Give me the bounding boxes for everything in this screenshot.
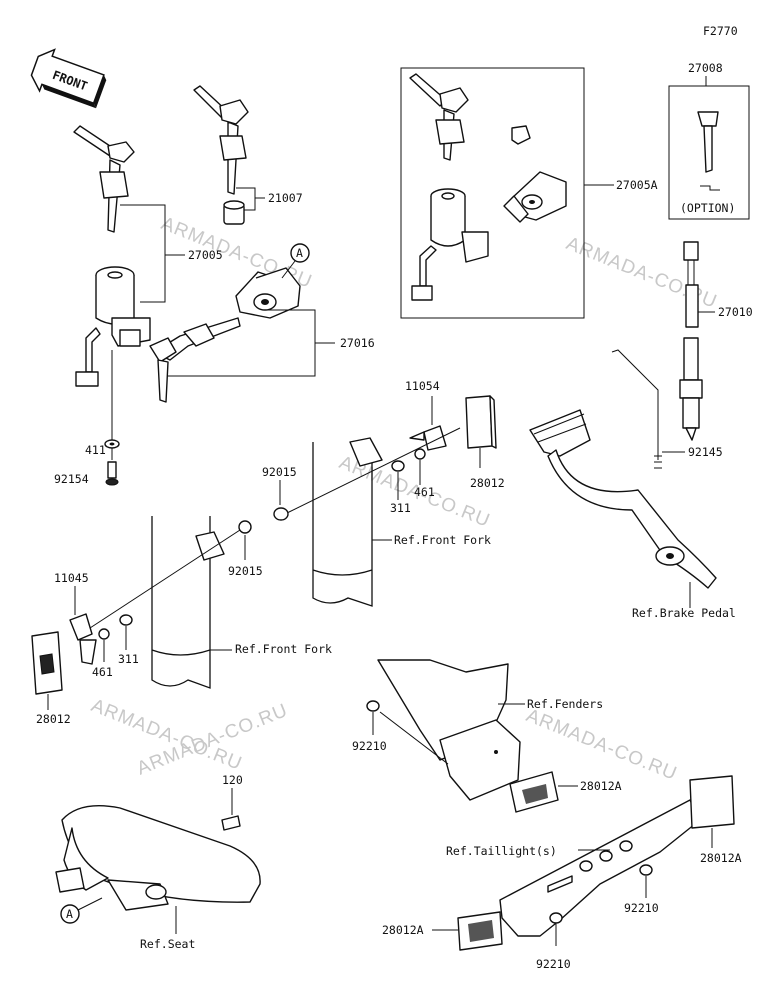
callout-circle-a: [290, 243, 310, 263]
helmet-lock-27016: [149, 267, 301, 403]
ref-front-fork-left: Ref.Front Fork: [235, 642, 332, 656]
label-92145: 92145: [688, 445, 723, 459]
ignition-switch: [75, 266, 151, 387]
label-28012A-c: 28012A: [382, 923, 424, 937]
leader-line: [284, 427, 461, 515]
taillight-bracket: [499, 799, 712, 937]
label-27010: 27010: [718, 305, 753, 319]
ref-brake-pedal: Ref.Brake Pedal: [632, 606, 736, 620]
washer-461-left: [98, 628, 110, 640]
label-411: 411: [85, 443, 106, 457]
label-28012A-a: 28012A: [580, 779, 622, 793]
brake-pedal: [529, 349, 717, 589]
label-92154: 92154: [54, 472, 89, 486]
label-21007: 21007: [268, 191, 303, 205]
option-note: (OPTION): [680, 201, 735, 215]
nut-92210-b: [639, 864, 653, 876]
label-27005A: 27005A: [616, 178, 658, 192]
callout-circle-a-seat: [60, 904, 80, 924]
front-arrow: FRONT: [30, 48, 107, 109]
label-311-top: 311: [390, 501, 411, 515]
label-311-left: 311: [118, 652, 139, 666]
nut-311-left: [119, 614, 133, 626]
washer-411: [104, 439, 120, 449]
reflector-28012A-a: [509, 771, 559, 813]
label-28012-left: 28012: [36, 712, 71, 726]
leader-line: [281, 260, 296, 279]
ignition-key-upper-left: [73, 125, 135, 233]
ref-fenders: Ref.Fenders: [527, 697, 603, 711]
ref-seat: Ref.Seat: [140, 937, 195, 951]
label-27008: 27008: [688, 61, 723, 75]
figure-code: F2770: [703, 24, 738, 38]
switch-27010: [679, 241, 703, 441]
leader-line: [379, 711, 449, 765]
reflector-28012-top: [465, 395, 497, 449]
box-27005A: [400, 67, 585, 319]
label-27005: 27005: [188, 248, 223, 262]
leader-bracket: [120, 204, 166, 303]
leader-line: [89, 529, 241, 629]
leader-line: [77, 897, 103, 911]
key-set-27005A: [409, 73, 567, 301]
label-27016: 27016: [340, 336, 375, 350]
label-28012A-b: 28012A: [700, 851, 742, 865]
label-92210-a: 92210: [352, 739, 387, 753]
label-28012-top: 28012: [470, 476, 505, 490]
label-11045: 11045: [54, 571, 89, 585]
nut-92015-mid: [238, 520, 252, 534]
reflector-28012A-b: [689, 775, 735, 829]
washer-461: [414, 448, 426, 460]
nut-92210-c: [549, 912, 563, 924]
reflector-28012A-c: [457, 911, 503, 951]
fender-bracket: [377, 659, 521, 801]
nut-311: [391, 460, 405, 472]
label-11054: 11054: [405, 379, 440, 393]
nut-92015-top: [273, 507, 289, 521]
ref-front-fork-top: Ref.Front Fork: [394, 533, 491, 547]
seat-handle: [55, 805, 261, 911]
reflector-28012-left: [31, 631, 63, 695]
label-92210-c: 92210: [536, 957, 571, 971]
bolt-120: [221, 815, 241, 831]
label-92210-b: 92210: [624, 901, 659, 915]
box-27008-option: [668, 85, 750, 220]
label-461-left: 461: [92, 665, 113, 679]
label-92015-top: 92015: [262, 465, 297, 479]
key-set-21007: [193, 85, 249, 225]
callout-a-seat-label: A: [66, 907, 73, 921]
option-key: [697, 111, 720, 191]
leader-bracket: [236, 187, 256, 211]
bolt-92154: [105, 461, 119, 486]
label-461-top: 461: [414, 485, 435, 499]
front-fork-lower: [151, 516, 225, 689]
ref-taillights: Ref.Taillight(s): [446, 844, 557, 858]
nut-92210-a: [366, 700, 380, 712]
label-92015-mid: 92015: [228, 564, 263, 578]
callout-a-label: A: [296, 246, 303, 260]
stay-11045: [69, 613, 97, 665]
label-120: 120: [222, 773, 243, 787]
front-fork-upper: [312, 437, 383, 607]
